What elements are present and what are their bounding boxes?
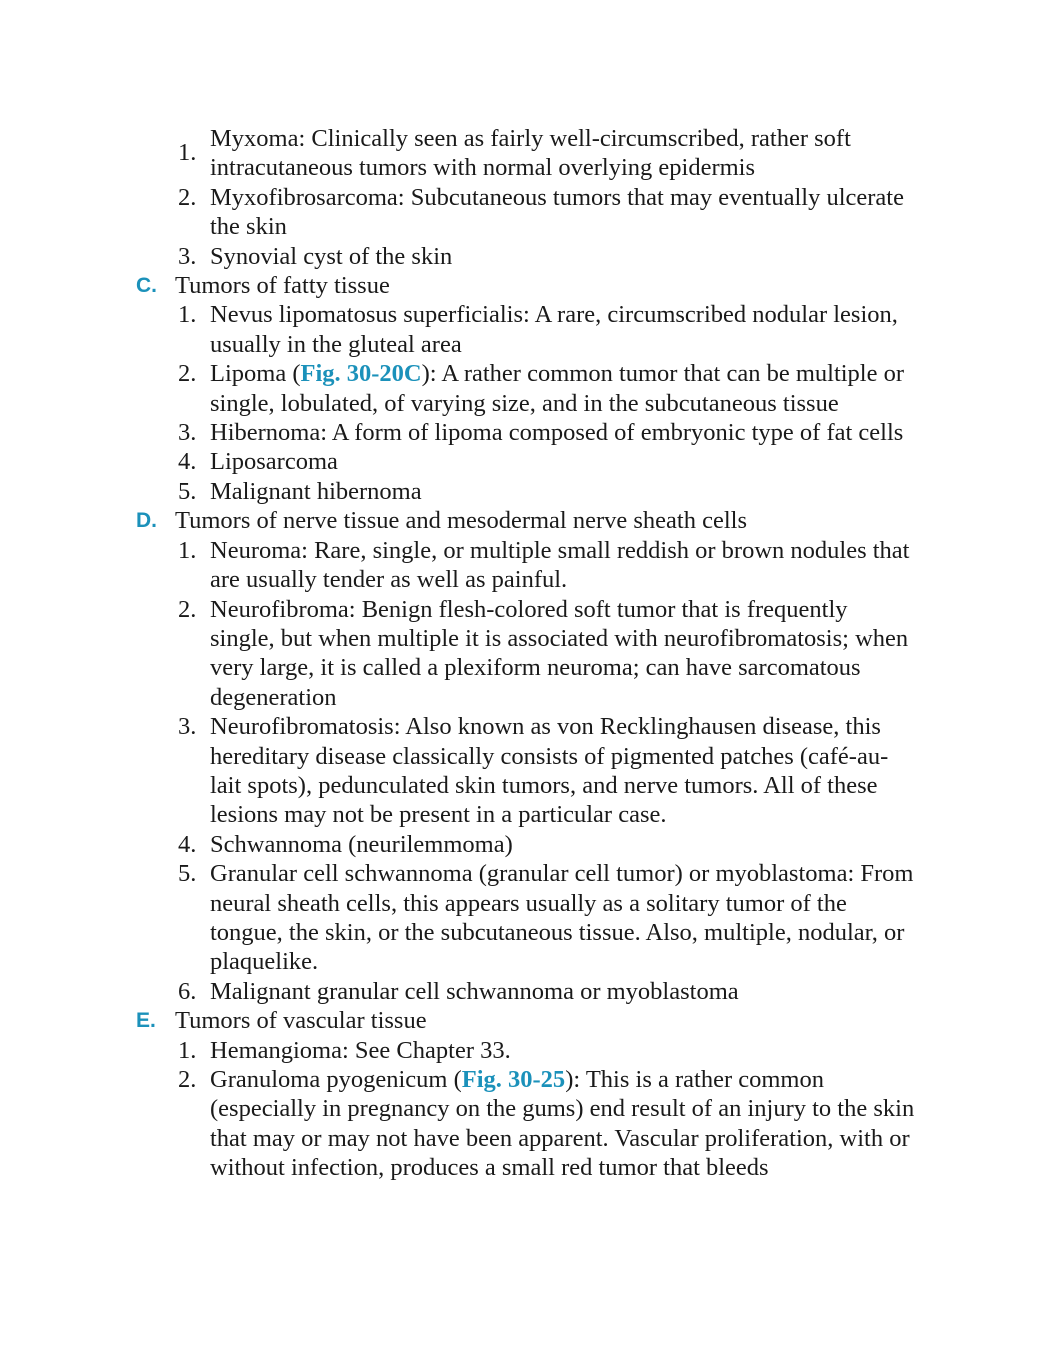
item-number: 1. [178,1036,197,1064]
item-number: 4. [178,448,197,476]
item-text: Malignant granular cell schwannoma or my… [210,977,739,1005]
figure-link[interactable]: Fig. 30-20C [300,360,422,388]
item-number: 2. [178,360,197,388]
item-text: Neurofibroma: Benign flesh-colored soft … [210,595,909,711]
item-number: 3. [178,713,197,741]
item-number: 2. [178,183,197,211]
item-text-pre: Lipoma ( [210,360,301,388]
section-letter: D. [136,509,157,533]
list-item: 1. Hemangioma: See Chapter 33. [0,1036,915,1065]
section-heading-c: C. Tumors of fatty tissue [0,271,935,300]
section-letter: E. [136,1009,156,1033]
item-text: Liposarcoma [210,448,338,476]
figure-link[interactable]: Fig. 30-25 [461,1066,566,1093]
section-title: Tumors of fatty tissue [175,272,390,300]
item-number: 4. [178,830,197,858]
list-item: 3. Neurofibromatosis: Also known as von … [0,712,915,830]
item-text-post: ): This is a rather common (especially i… [210,1066,915,1182]
item-number: 2. [178,1066,197,1093]
section-heading-d: D. Tumors of nerve tissue and mesodermal… [0,506,935,535]
list-item: 3. Synovial cyst of the skin [0,242,915,271]
item-text: Hemangioma: See Chapter 33. [210,1036,511,1064]
list-item: 1. Myxoma: Clinically seen as fairly wel… [0,124,915,183]
item-text: Nevus lipomatosus superficialis: A rare,… [210,301,898,358]
item-number: 6. [178,977,197,1005]
section-title: Tumors of vascular tissue [175,1007,427,1035]
item-text-post: ): A rather common tumor that can be mul… [210,360,905,417]
list-item: 4. Liposarcoma [0,447,915,476]
item-text: Hibernoma: A form of lipoma composed of … [210,419,904,447]
section-title: Tumors of nerve tissue and mesodermal ne… [175,507,747,535]
item-number: 5. [178,477,197,505]
item-text: Granular cell schwannoma (granular cell … [210,860,914,976]
list-item: 5. Granular cell schwannoma (granular ce… [0,859,915,977]
list-item: 1. Nevus lipomatosus superficialis: A ra… [0,300,915,359]
item-number: 3. [178,419,197,447]
item-text-pre: Granuloma pyogenicum ( [210,1066,462,1093]
list-item: 6. Malignant granular cell schwannoma or… [0,977,915,1006]
item-number: 3. [178,242,197,270]
item-text: Myxoma: Clinically seen as fairly well-c… [210,125,851,182]
item-text: Neurofibromatosis: Also known as von Rec… [210,713,889,829]
item-text: Malignant hibernoma [210,477,422,505]
list-item: 4. Schwannoma (neurilemmoma) [0,830,915,859]
list-item: 2. Neurofibroma: Benign flesh-colored so… [0,595,915,713]
list-item: 2. Granuloma pyogenicum (Fig. 30-25): Th… [0,1065,915,1183]
item-text: Myxofibrosarcoma: Subcutaneous tumors th… [210,183,904,241]
item-number: 2. [178,595,197,623]
item-number: 1. [178,139,197,166]
list-item: 5. Malignant hibernoma [0,477,915,506]
item-text: Neuroma: Rare, single, or multiple small… [210,536,910,594]
section-letter: C. [136,274,157,298]
item-number: 1. [178,301,197,329]
item-text: Synovial cyst of the skin [210,242,453,270]
item-number: 1. [178,536,197,564]
document-page: 1. Myxoma: Clinically seen as fairly wel… [0,124,1043,1183]
list-item: 2. Lipoma (Fig. 30-20C): A rather common… [0,359,915,418]
item-text: Schwannoma (neurilemmoma) [210,830,513,858]
list-item: 1. Neuroma: Rare, single, or multiple sm… [0,536,915,595]
section-heading-e: E. Tumors of vascular tissue [0,1006,935,1035]
list-item: 3. Hibernoma: A form of lipoma composed … [0,418,915,447]
list-item: 2. Myxofibrosarcoma: Subcutaneous tumors… [0,183,915,242]
item-number: 5. [178,860,197,888]
